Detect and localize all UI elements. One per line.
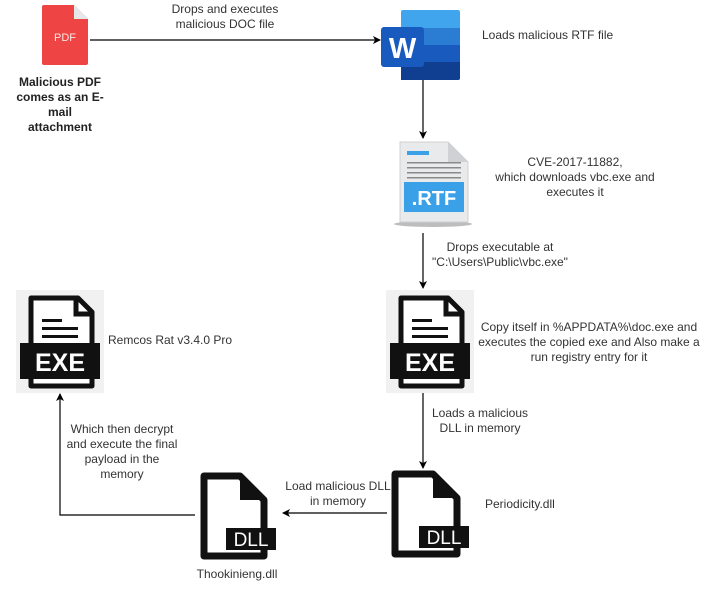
dll-glyph-periodicity: DLL [427,528,462,549]
edge-label-periodicity-to-thookinieng: Load malicious DLL in memory [285,479,391,508]
edge-thookinieng-to-remcos [56,393,195,516]
microsoft-word-icon: W [381,10,460,80]
word-glyph: W [389,33,417,65]
thookinieng-node-label: Thookinieng.dll [196,567,278,581]
rtf-file-icon: .RTF [394,141,472,227]
edge-label-rtf-to-exe: Drops executable at "C:\Users\Public\vbc… [432,240,568,269]
dll-file-icon-thookinieng: DLL [200,472,276,560]
pdf-file-icon: PDF [42,5,88,65]
edge-label-thookinieng-to-remcos: Which then decrypt and execute the final… [66,422,178,481]
pdf-glyph: PDF [54,32,76,44]
edge-label-exe-to-periodicity: Loads a malicious DLL in memory [431,406,529,435]
remcos-node-label: Remcos Rat v3.4.0 Pro [108,333,233,347]
rtf-node-label: CVE-2017-11882, which downloads vbc.exe … [495,155,655,199]
vbc-exe-node-label: Copy itself in %APPDATA%\doc.exe and exe… [478,320,700,364]
rtf-glyph: .RTF [412,188,456,210]
periodicity-node-label: Periodicity.dll [485,497,555,511]
word-node-label: Loads malicious RTF file [482,28,614,42]
dll-glyph-thookinieng: DLL [234,530,269,551]
exe-glyph-remcos: EXE [35,349,85,377]
exe-file-icon-vbc: EXE [386,290,474,393]
dll-file-icon-periodicity: DLL [391,470,469,558]
edge-label-pdf-to-word: Drops and executes malicious DOC file [171,2,279,31]
pdf-node-label: Malicious PDF comes as an E-mail attachm… [16,75,104,134]
exe-file-icon-remcos: EXE [16,290,104,393]
exe-glyph-vbc: EXE [405,349,455,377]
